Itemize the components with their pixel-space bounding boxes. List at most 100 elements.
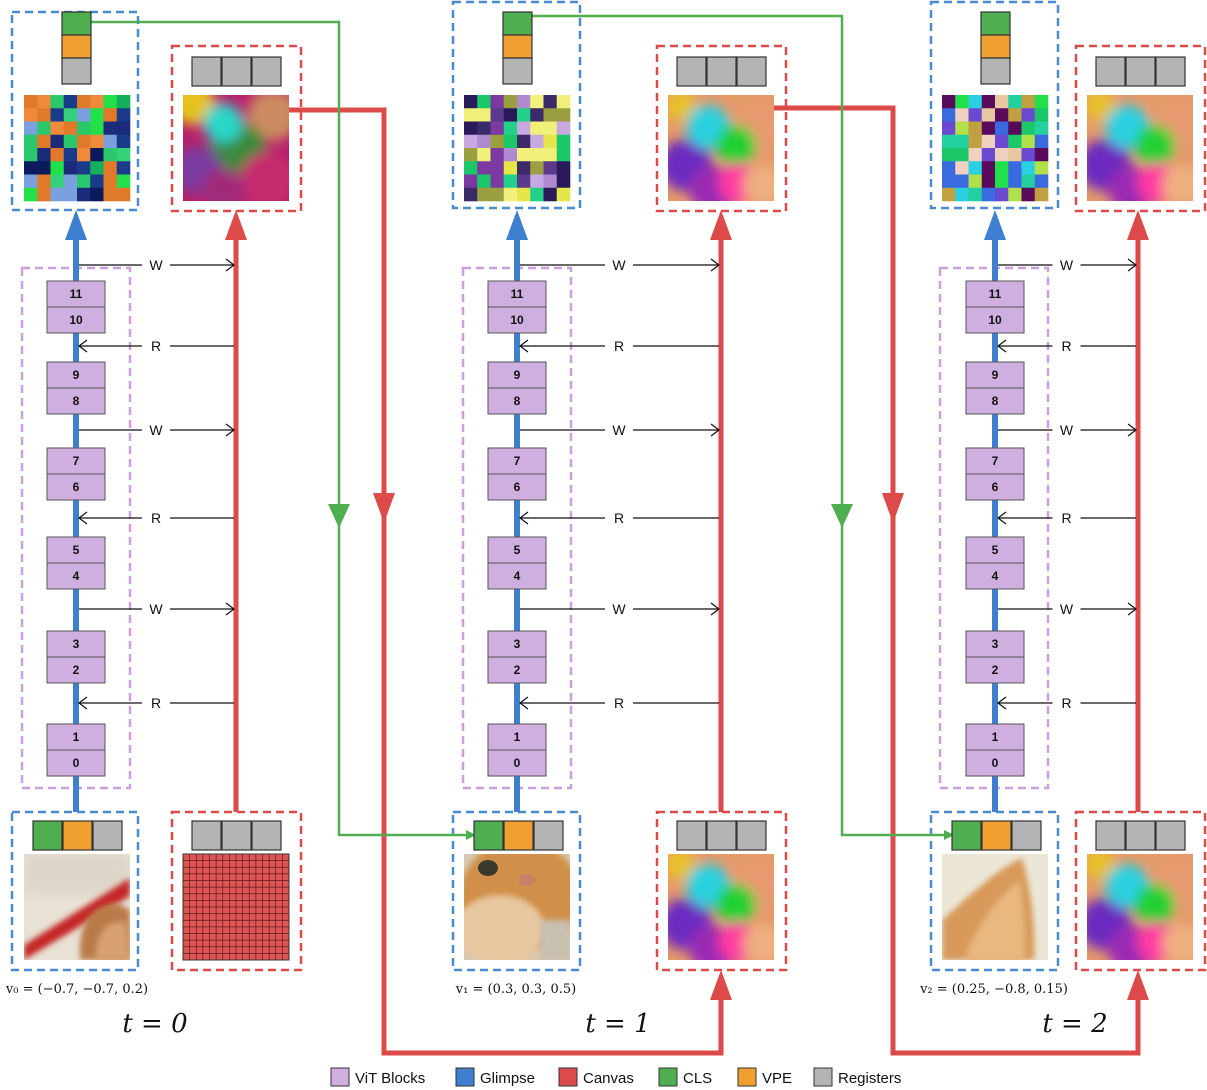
canvas-output-t1-register-token	[676, 56, 707, 87]
write-label: W	[612, 422, 626, 438]
glimpse-images	[24, 854, 1048, 960]
mosaic-cell	[543, 174, 558, 189]
write-arrow-t2-4: W	[998, 601, 1137, 617]
legend-swatch	[737, 1067, 757, 1087]
map-blob	[668, 95, 696, 121]
mosaic-cell	[1021, 148, 1036, 162]
canvas-map-input-t2	[1087, 854, 1193, 960]
glimpse-input-t1-cls-token	[473, 820, 504, 851]
read-label: R	[151, 695, 161, 711]
mosaic-cell	[543, 187, 558, 202]
canvas-map-output-t2	[1087, 95, 1193, 201]
read-label: R	[614, 338, 624, 354]
write-arrow-t1-4: W	[520, 601, 720, 617]
mosaic-cell	[77, 108, 91, 122]
mosaic-cell	[116, 134, 131, 149]
write-arrow-t0-0: W	[79, 257, 235, 273]
mosaic-cell	[63, 161, 78, 175]
canvas-map-input-t1	[668, 854, 774, 960]
canvas-carry-line-t0-to-t1	[289, 107, 724, 1056]
mosaic-cell	[955, 174, 969, 189]
read-label: R	[614, 695, 624, 711]
write-arrow-t1-2: W	[520, 422, 720, 438]
map-blob	[1087, 854, 1115, 880]
canvas-output-box-t0	[170, 44, 303, 213]
vit-block-label-9-t2: 9	[992, 368, 999, 382]
vit-block-4-t2	[965, 562, 1025, 590]
mosaic-cell	[942, 108, 956, 122]
mosaic-cell	[490, 95, 505, 109]
mosaic-cell	[490, 108, 505, 122]
mosaic-cell	[995, 121, 1009, 136]
mosaic-cell	[90, 161, 104, 175]
cls-carry-arrowhead-t0-mid	[328, 504, 350, 528]
vit-block-label-4-t1: 4	[514, 569, 521, 583]
glimpse-photo-t1	[464, 854, 570, 960]
map-blobs	[668, 95, 774, 201]
empty-canvas-grid	[182, 853, 290, 961]
mosaic-cell	[1008, 174, 1022, 189]
mosaic-cell	[968, 95, 983, 109]
mosaic-cell	[116, 108, 131, 122]
mosaic-cell	[63, 187, 78, 202]
map-blob	[240, 152, 289, 201]
mosaic-cell	[24, 148, 38, 162]
vit-block-2-t2	[965, 656, 1025, 684]
canvas-carry-line-t1-to-t2	[774, 105, 1141, 1056]
mosaic-cell	[103, 121, 118, 136]
write-arrow-t0-4: W	[79, 601, 235, 617]
mosaic-cell	[556, 148, 571, 162]
mosaic-cell	[116, 148, 131, 162]
mosaic-cell	[955, 134, 969, 149]
vit-block-label-3-t0: 3	[73, 637, 80, 651]
mosaic-cell	[530, 187, 544, 202]
mosaic-cell	[556, 95, 571, 109]
mosaic-cell	[517, 187, 531, 202]
mosaic-cell	[968, 148, 983, 162]
mosaic-cell	[942, 187, 956, 202]
mosaic-cell	[103, 134, 118, 149]
vit-block-label-4-t0: 4	[73, 569, 80, 583]
mosaic-cell	[37, 108, 51, 122]
mosaic-cell	[490, 134, 505, 149]
mosaic-cell	[503, 148, 518, 162]
write-arrow-t1-0: W	[520, 257, 720, 273]
vit-block-label-8-t2: 8	[992, 394, 999, 408]
timestep-labels: v₀ = (−0.7, −0.7, 0.2)t = 0v₁ = (0.3, 0.…	[5, 982, 1108, 1039]
read-arrow-t2-3: R	[997, 510, 1136, 526]
vit-block-label-5-t1: 5	[514, 543, 521, 557]
mosaic-cell	[517, 95, 531, 109]
vit-block-label-7-t1: 7	[514, 454, 521, 468]
mosaic-cell	[968, 108, 983, 122]
arrow-head	[1127, 423, 1137, 437]
read-arrow-t1-3: R	[519, 510, 719, 526]
mosaic-cell	[37, 174, 51, 189]
vit-block-label-6-t0: 6	[73, 480, 80, 494]
canvas-output-t0-register-token	[251, 56, 282, 87]
mosaic-cell	[477, 161, 491, 175]
output-register-token-t2	[980, 57, 1011, 85]
mosaic-cell	[464, 148, 478, 162]
mosaic-cell	[543, 148, 558, 162]
vit-block-5-t2	[965, 536, 1025, 564]
read-arrow-t1-1: R	[519, 338, 719, 354]
glimpse-features-t1	[464, 95, 571, 202]
arrow-head	[710, 602, 720, 616]
map-blobs	[183, 95, 289, 201]
mosaic-cell	[503, 134, 518, 149]
mosaic-cell	[1021, 187, 1036, 202]
map-blob	[247, 95, 289, 141]
timestep-label-t2: t = 2	[1042, 1009, 1107, 1039]
canvas-map-output-t1	[668, 95, 774, 201]
mosaic-cell	[543, 95, 558, 109]
arrow-head	[78, 339, 88, 353]
mosaic-cell	[942, 121, 956, 136]
mosaic-cell	[556, 174, 571, 189]
mosaic-cell	[477, 134, 491, 149]
vit-block-6-t0	[46, 473, 106, 501]
read-label: R	[151, 338, 161, 354]
legend-swatch	[813, 1067, 833, 1087]
red-stripe	[24, 878, 130, 960]
vit-block-1-t0	[46, 723, 106, 751]
mosaic-cell	[490, 174, 505, 189]
